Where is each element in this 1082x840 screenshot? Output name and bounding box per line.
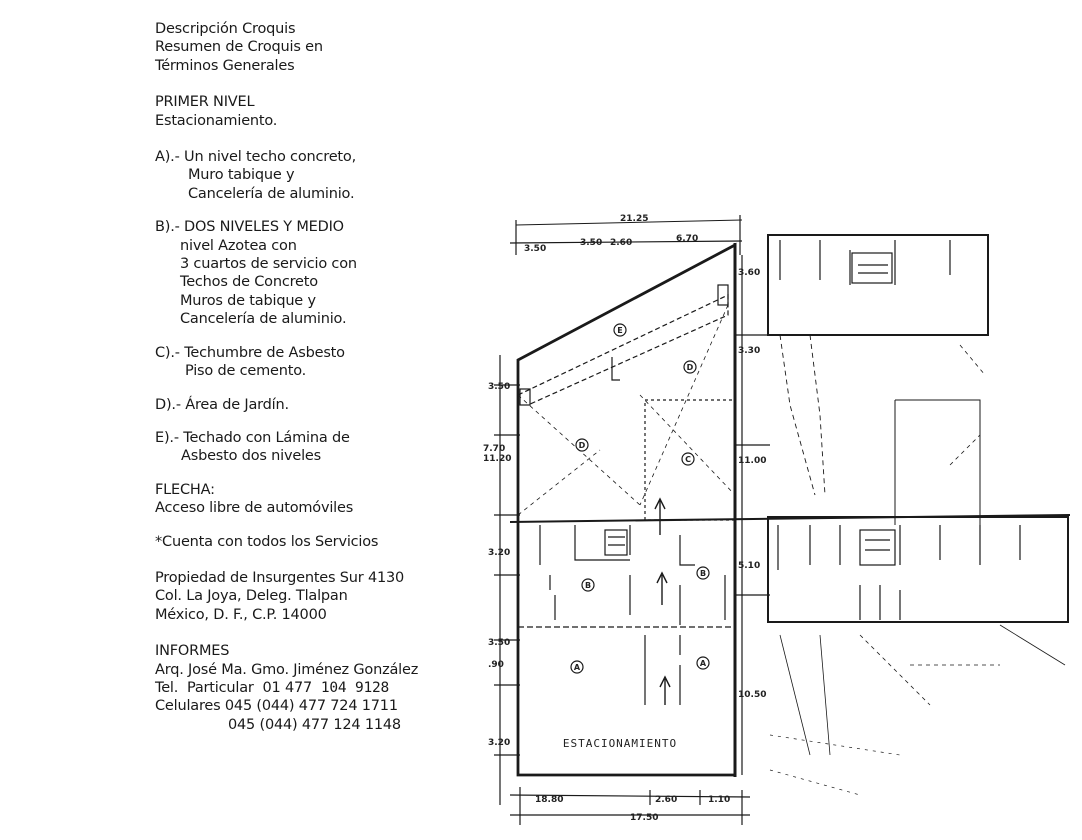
- dim-top-4: 6.70: [676, 234, 698, 244]
- header-line: Términos Generales: [155, 57, 295, 74]
- item-a-line: Cancelería de aluminio.: [188, 185, 355, 202]
- dim-bottom-2: 2.60: [655, 795, 677, 805]
- item-b-line: 3 cuartos de servicio con: [180, 256, 357, 273]
- dim-bottom-total: 17.50: [630, 813, 658, 823]
- flecha-block: FLECHA: Acceso libre de automóviles: [155, 481, 475, 518]
- item-b-line: B).- DOS NIVELES Y MEDIO: [155, 219, 344, 236]
- item-c: C).- Techumbre de Asbesto Piso de cement…: [155, 344, 475, 381]
- dim-bottom-1: 18.80: [535, 795, 563, 805]
- dim-left-4: 3.20: [488, 548, 510, 558]
- zone-a-marker: [570, 660, 584, 674]
- address-line: México, D. F., C.P. 14000: [155, 606, 327, 623]
- item-c-line: C).- Techumbre de Asbesto: [155, 344, 345, 361]
- dim-left-5: 3.50: [488, 638, 510, 648]
- item-e-line: Asbesto dos niveles: [181, 448, 321, 465]
- item-a-line: Muro tabique y: [188, 167, 295, 184]
- header-line: Descripción Croquis: [155, 21, 296, 37]
- address-block: Propiedad de Insurgentes Sur 4130 Col. L…: [155, 569, 475, 624]
- tel-handwritten: 104 9128: [320, 679, 390, 696]
- dim-left-1: 3.50: [488, 382, 510, 392]
- dim-right-4: 5.10: [738, 561, 760, 571]
- item-b-line: nivel Azotea con: [180, 237, 297, 254]
- dim-bottom-3: 1.10: [708, 795, 730, 805]
- dim-right-3: 11.00: [738, 456, 766, 466]
- zone-label-estacionamiento: ESTACIONAMIENTO: [563, 737, 677, 750]
- dim-left-2: 7.70: [483, 444, 505, 454]
- zone-e-label: E: [617, 326, 622, 335]
- dim-right-1: 3.60: [738, 268, 760, 278]
- zone-d-marker-2: [575, 438, 589, 452]
- zone-a-marker-2: [696, 656, 710, 670]
- zone-d-label-2: D: [579, 441, 586, 450]
- item-d: D).- Área de Jardín.: [155, 396, 475, 414]
- address-line: Propiedad de Insurgentes Sur 4130: [155, 569, 405, 586]
- services-note: *Cuenta con todos los Servicios: [155, 533, 475, 551]
- header-line: Resumen de Croquis en: [155, 39, 323, 56]
- header-block: Descripción Croquis Resumen de Croquis e…: [155, 20, 475, 75]
- zone-b-walls: [539, 525, 726, 625]
- address-line: Col. La Joya, Deleg. Tlalpan: [155, 588, 348, 605]
- access-arrows: [654, 497, 671, 705]
- zone-a-label-2: A: [700, 659, 707, 668]
- dim-top-3: 2.60: [610, 238, 632, 248]
- item-a: A).- Un nivel techo concreto, Muro tabiq…: [155, 148, 475, 203]
- zone-e-marker: [613, 323, 627, 337]
- zone-c-label: C: [685, 455, 691, 464]
- informes-block: INFORMES Arq. José Ma. Gmo. Jiménez Gonz…: [155, 642, 475, 734]
- zone-c-marker: [681, 452, 695, 466]
- dim-left-3: 11.20: [483, 454, 511, 464]
- zone-a-label: A: [574, 663, 581, 672]
- informes-title: INFORMES: [155, 643, 230, 660]
- item-e-line: E).- Techado con Lámina de: [155, 429, 350, 446]
- level-title: PRIMER NIVEL: [155, 94, 255, 111]
- services-text: *Cuenta con todos los Servicios: [155, 533, 379, 550]
- zone-b-label: B: [585, 581, 591, 590]
- dim-left-7: 3.20: [488, 738, 510, 748]
- informes-cel: 045 (044) 477 124 1148: [228, 716, 401, 733]
- zone-d-label: D: [687, 363, 694, 372]
- item-c-line: Piso de cemento.: [185, 363, 307, 380]
- item-d-line: D).- Área de Jardín.: [155, 396, 289, 413]
- item-b-line: Muros de tabique y: [180, 292, 316, 309]
- zone-a-walls: [644, 635, 681, 705]
- informes-tel: Tel. Particular 01 477 104 9128: [155, 679, 475, 697]
- item-e: E).- Techado con Lámina de Asbesto dos n…: [155, 429, 475, 466]
- zone-d-marker: [683, 360, 697, 374]
- neighbor-building-bottom: [767, 516, 1069, 623]
- flecha-title: FLECHA:: [155, 481, 215, 498]
- lot-outline: [516, 242, 737, 777]
- dim-right-5: 10.50: [738, 690, 766, 700]
- dim-top-2: 3.50: [580, 238, 602, 248]
- item-a-line: A).- Un nivel techo concreto,: [155, 149, 356, 166]
- neighbor-building-top: [767, 234, 989, 336]
- stairs-b: [604, 529, 628, 556]
- dim-top-1: 3.50: [524, 244, 546, 254]
- informes-name: Arq. José Ma. Gmo. Jiménez González: [155, 661, 419, 678]
- tel-label: Tel. Particular 01 477: [155, 679, 313, 696]
- item-b-line: Cancelería de aluminio.: [180, 311, 347, 328]
- floor-plan-sketch: E D D C B B A A 21.25 3.50 3.50 2.60 6.7…: [483, 214, 1071, 825]
- dim-top-total: 21.25: [620, 214, 648, 224]
- dim-left-6: .90: [488, 660, 504, 670]
- item-b: B).- DOS NIVELES Y MEDIO nivel Azotea co…: [155, 218, 475, 328]
- zone-e-outline: [517, 294, 729, 406]
- dim-right-2: 3.30: [738, 346, 760, 356]
- level-block: PRIMER NIVEL Estacionamiento.: [155, 93, 475, 130]
- informes-cel: Celulares 045 (044) 477 724 1711: [155, 698, 398, 715]
- zone-b-marker: [581, 578, 595, 592]
- level-subtitle: Estacionamiento.: [155, 112, 278, 129]
- item-b-line: Techos de Concreto: [180, 274, 318, 291]
- zone-b-marker-2: [696, 566, 710, 580]
- zone-b-label-2: B: [700, 569, 706, 578]
- description-text: Descripción Croquis Resumen de Croquis e…: [155, 20, 475, 734]
- flecha-text: Acceso libre de automóviles: [155, 500, 354, 517]
